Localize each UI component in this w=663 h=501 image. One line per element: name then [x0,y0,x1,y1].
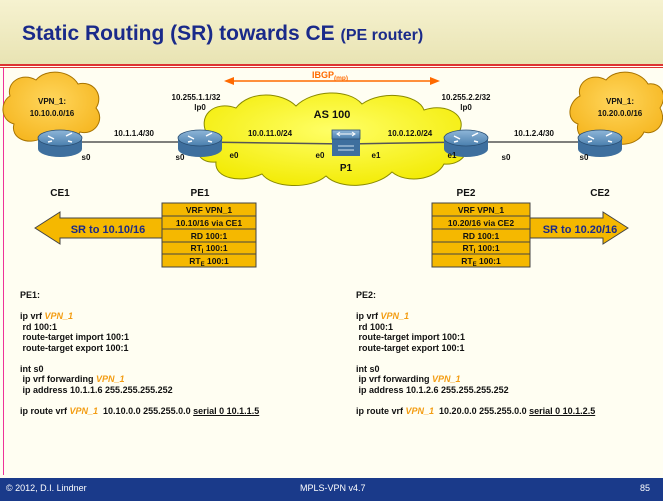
sr-left-label: SR to 10.10/16 [71,224,146,236]
config-line: ip vrf forwarding VPN_1 [356,374,461,384]
config-line: int s0 [20,363,44,374]
pe1-e0-label: e0 [230,151,239,160]
pe2-e1-label: e1 [448,151,457,160]
title-bar: Static Routing (SR) towards CE (PE route… [0,0,663,66]
config-line: rd 100:1 [20,321,58,332]
config-header: PE2: [356,290,377,300]
p1-label: P1 [340,163,353,174]
pe2-vrf-table: VRF VPN_1 10.20/16 via CE2 RD 100:1 RTI … [431,202,531,268]
ibgp-label: IBGP(mp) [312,70,348,82]
title-main: Static Routing (SR) towards CE [22,22,335,45]
config-line: route-target import 100:1 [356,332,466,342]
router-pe1-icon [177,129,223,157]
config-line: ip vrf forwarding VPN_1 [20,374,125,384]
pe1-s0-label: s0 [176,153,185,162]
sr-right-label: SR to 10.20/16 [543,224,618,236]
vpn1-left-net: 10.10.0.0/16 [30,109,75,118]
config-line: ip address 10.1.2.6 255.255.255.252 [356,384,509,395]
pe2-loopback: 10.255.2.2/32 [442,93,491,102]
pe2-config: PE2: ip vrf VPN_1 rd 100:1 route-target … [356,290,595,416]
pe1-vrf-row: VRF VPN_1 [186,205,233,215]
config-line: ip route vrf VPN_1 10.10.0.0 255.255.0.0… [20,405,260,416]
net-left-label: 10.0.11.0/24 [248,129,293,138]
ce2-label: CE2 [590,188,610,199]
sr-arrow-right: SR to 10.20/16 [529,211,629,245]
page-title: Static Routing (SR) towards CE (PE route… [22,22,423,46]
vpn1-right-net: 10.20.0.0/16 [598,109,643,118]
link-left-label: 10.1.1.4/30 [114,129,155,138]
footer: © 2012, D.I. Lindner MPLS-VPN v4.7 85 [0,478,663,501]
ce1-label: CE1 [50,188,70,199]
switch-p1-icon [331,129,361,156]
pe1-loopback: 10.255.1.1/32 [172,93,221,102]
pe1-vrf-row: RD 100:1 [191,231,228,241]
config-line: route-target import 100:1 [20,332,130,342]
pe1-vrf-row: RTI 100:1 [190,243,227,255]
config-line: ip route vrf VPN_1 10.20.0.0 255.255.0.0… [356,405,596,416]
config-line: ip vrf VPN_1 [20,311,74,321]
pe1-vrf-row: 10.10/16 via CE1 [176,218,242,228]
pe2-vrf-row: 10.20/16 via CE2 [448,218,514,228]
pe2-s0-label: s0 [502,153,511,162]
ibgp-arrow [224,77,440,85]
footer-course: MPLS-VPN v4.7 [300,483,366,493]
left-border-line [3,68,4,475]
vpn1-right-name: VPN_1: [606,97,634,106]
ce1-s0-label: s0 [82,153,91,162]
pe2-vrf-row: RD 100:1 [463,231,500,241]
pe1-lp0: lp0 [194,103,206,112]
vpn1-left-name: VPN_1: [38,97,66,106]
net-right-label: 10.0.12.0/24 [388,129,433,138]
config-line: int s0 [356,363,380,374]
config-line: ip address 10.1.1.6 255.255.255.252 [20,384,173,395]
sr-arrow-left: SR to 10.10/16 [34,211,163,245]
pe1-config: PE1: ip vrf VPN_1 rd 100:1 route-target … [20,290,259,416]
pe2-vrf-row: VRF VPN_1 [458,205,505,215]
p1-e1-label: e1 [372,151,381,160]
p1-e0-label: e0 [316,151,325,160]
pe2-label: PE2 [457,188,476,199]
ce2-s0-label: s0 [580,153,589,162]
title-divider [0,64,663,66]
vpn1-left-cloud [2,71,101,145]
config-line: rd 100:1 [356,321,394,332]
router-ce2-icon [577,129,623,157]
link-right-label: 10.1.2.4/30 [514,129,555,138]
pe2-vrf-row: RTE 100:1 [461,256,501,268]
config-line: ip vrf VPN_1 [356,311,410,321]
title-divider-thin [0,67,663,68]
pe1-label: PE1 [191,188,210,199]
pe1-vrf-table: VRF VPN_1 10.10/16 via CE1 RD 100:1 RTI … [161,202,257,268]
router-ce1-icon [37,129,83,157]
as-label: AS 100 [314,109,351,121]
config-line: route-target export 100:1 [20,342,129,353]
pe1-vrf-row: RTE 100:1 [189,256,229,268]
router-pe2-icon [443,129,489,157]
config-header: PE1: [20,290,41,300]
title-sub: (PE router) [340,27,424,44]
page-number: 85 [640,483,651,493]
pe2-vrf-row: RTI 100:1 [462,243,499,255]
pe2-lp0: lp0 [460,103,472,112]
config-line: route-target export 100:1 [356,342,465,353]
footer-copyright: © 2012, D.I. Lindner [6,483,87,493]
network-diagram: IBGP(mp) AS 100 P1 10.255.1.1/32 lp0 10.… [2,70,663,268]
vpn1-right-cloud [569,71,663,145]
